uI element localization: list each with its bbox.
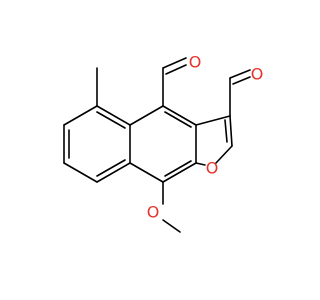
oxygen-label: O xyxy=(189,53,202,72)
aldehyde-group-1 xyxy=(162,57,187,107)
benzene-ring-left xyxy=(63,105,131,183)
bond-to-furan-oxygen xyxy=(215,145,233,164)
bond-double-inner xyxy=(96,111,126,129)
bond xyxy=(63,105,98,126)
methoxy-group xyxy=(162,181,181,233)
atom-o-furan: O xyxy=(206,159,219,178)
bond xyxy=(129,162,164,183)
furan-ring xyxy=(195,115,233,166)
bond xyxy=(63,162,98,183)
bond xyxy=(195,115,231,126)
bond-double xyxy=(162,57,187,69)
bond-double-inner xyxy=(164,111,192,128)
bond-double-inner xyxy=(96,159,126,177)
atom-o-aldehyde-1: O xyxy=(189,53,202,72)
bond xyxy=(96,162,131,183)
bond xyxy=(229,115,233,147)
bond-double-inner xyxy=(165,64,187,75)
aldehyde-group-2 xyxy=(229,69,251,117)
oxygen-label: O xyxy=(206,159,219,178)
bond xyxy=(162,105,197,126)
structure-canvas: O O O O xyxy=(63,53,264,233)
oxygen-label: O xyxy=(251,65,264,84)
bond xyxy=(162,162,197,183)
bond xyxy=(162,219,181,233)
atom-o-aldehyde-2: O xyxy=(251,65,264,84)
central-ring xyxy=(129,105,197,183)
bond-double xyxy=(229,69,251,79)
oxygen-label: O xyxy=(147,203,160,222)
bond-double-inner xyxy=(164,160,192,177)
bond-to-furan-oxygen xyxy=(195,162,206,166)
bond-double-inner xyxy=(232,76,251,85)
bond xyxy=(96,105,131,126)
atom-o-methoxy: O xyxy=(147,203,160,222)
chemical-structure-diagram: O O O O xyxy=(63,53,264,233)
bond-double-inner xyxy=(224,119,228,143)
bond xyxy=(129,105,164,126)
